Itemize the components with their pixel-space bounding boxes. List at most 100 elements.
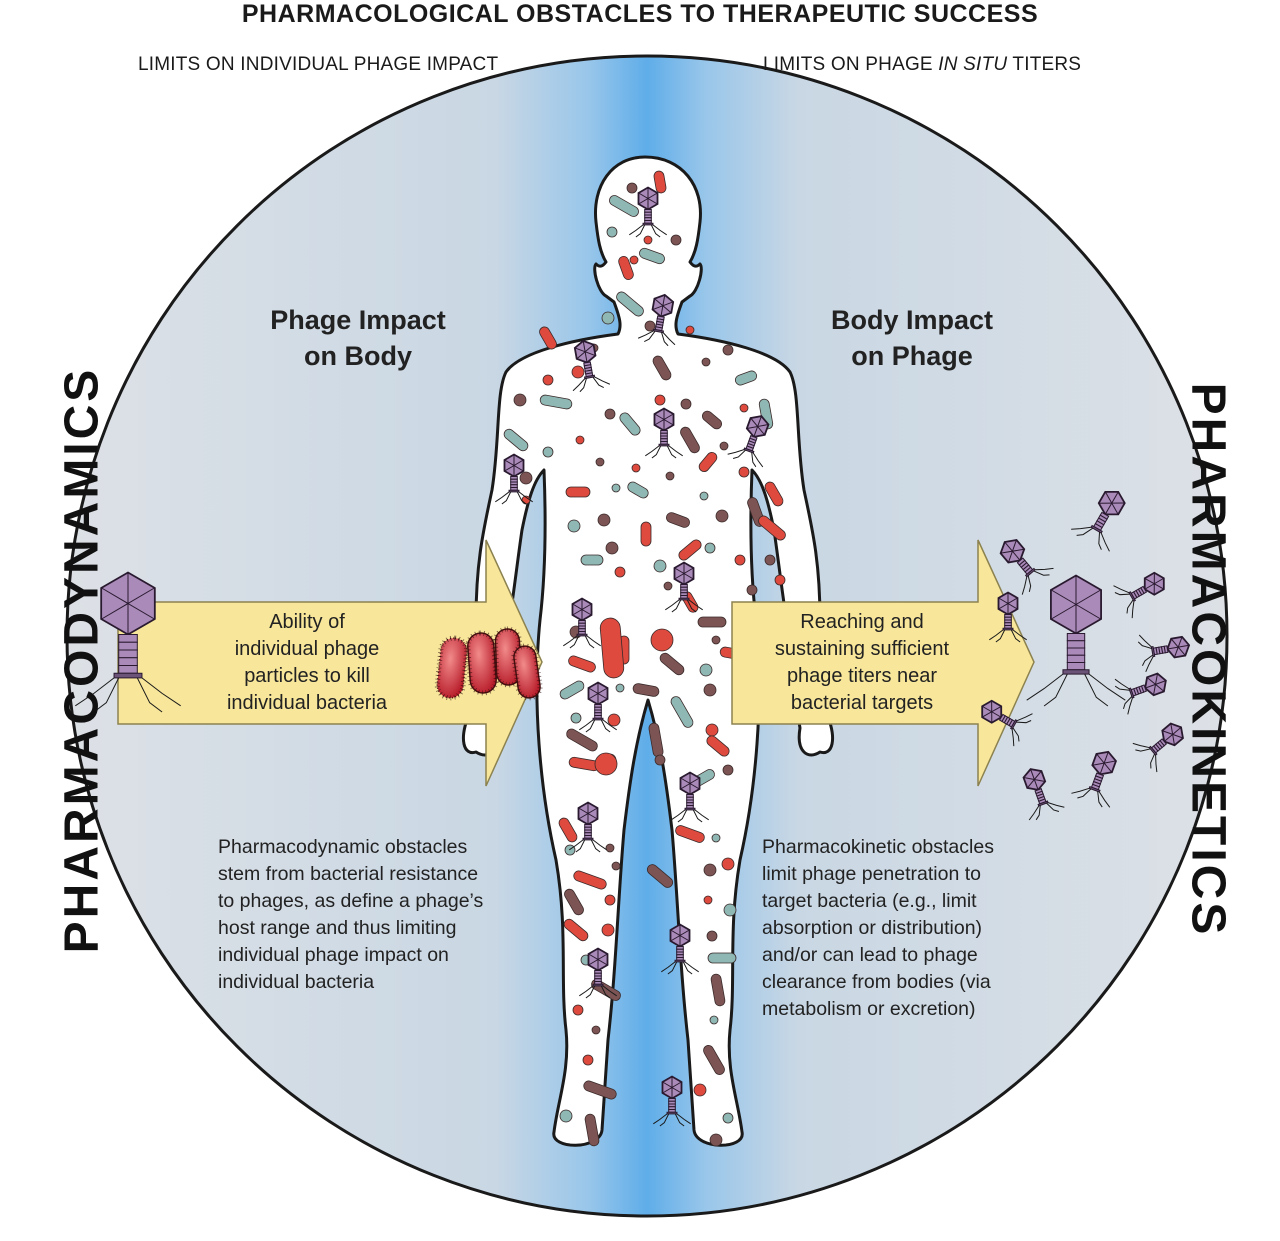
bacterium-icon (539, 394, 573, 410)
bacterium-icon (611, 483, 621, 493)
pharmacokinetics-label: PHARMACOKINETICS (1181, 382, 1235, 938)
bacterium-icon (764, 481, 784, 507)
bacterium-icon (644, 320, 656, 332)
bacterium-icon (503, 428, 529, 452)
phage-icon (1113, 571, 1165, 619)
bacterium-icon (539, 326, 557, 350)
bacterium-icon (703, 863, 717, 877)
bacterium-icon (706, 735, 730, 757)
phage-icon (665, 561, 703, 613)
bacterium-icon (653, 170, 667, 194)
bacterium-icon (697, 616, 727, 628)
bacterium-icon (703, 895, 713, 905)
bacterium-icon (564, 888, 584, 916)
bacterium-icon (573, 870, 607, 890)
bacterium-icon (670, 696, 694, 728)
bacterium-icon (746, 584, 758, 596)
bacterium-icon (722, 764, 734, 776)
bacterium-icon (715, 509, 729, 523)
bacterium-icon (705, 723, 719, 737)
bacterium-icon (542, 446, 554, 458)
bacterium-icon (693, 1083, 707, 1097)
bacterium-icon (605, 843, 615, 853)
bacterium-icon (572, 1004, 584, 1016)
bacterium-icon (738, 466, 750, 478)
bacterium-icon (639, 247, 665, 265)
phage-icon (1114, 672, 1167, 715)
bacterium-icon (519, 471, 533, 485)
bacterium-icon (563, 918, 589, 942)
bacterium-icon (558, 817, 578, 843)
bacterium-icon (703, 683, 717, 697)
phage-icon (637, 293, 676, 347)
bacterium-icon (604, 894, 616, 906)
subtitle-left: LIMITS ON INDIVIDUAL PHAGE IMPACT (138, 54, 499, 75)
left-arrow (117, 539, 543, 787)
bacterium-icon (580, 554, 604, 566)
bacterium-icon (609, 195, 639, 217)
phage-icon (75, 571, 181, 713)
bacterium-icon (631, 463, 641, 473)
phage-icon (1071, 750, 1117, 808)
bacterium-icon (559, 680, 585, 700)
bacterium-icon (606, 226, 618, 238)
bacterium-icon (707, 952, 737, 964)
bacterium-icon (711, 833, 721, 843)
bacterium-icon (685, 325, 695, 335)
bacterium-icon (582, 1054, 594, 1066)
bacterium-icon (650, 628, 674, 652)
bacterium-icon (565, 486, 591, 498)
bacterium-icon (611, 861, 621, 871)
phage-icon (645, 407, 683, 459)
phage-icon (579, 947, 617, 999)
bacterium-icon (616, 291, 644, 317)
bacterium-icon (666, 512, 690, 528)
phage-icon (563, 597, 601, 649)
bacterium-icon (734, 554, 746, 566)
phage-icon (727, 415, 770, 468)
bacterium-icon (654, 754, 666, 766)
phage-icon (1026, 574, 1126, 707)
bacterium-icon (698, 452, 718, 472)
phage-icon (1132, 722, 1184, 773)
bacterium-icon (571, 365, 585, 379)
bacterium-icon (632, 683, 660, 697)
phage-icon (989, 591, 1027, 643)
arrow-bacteria-cluster (434, 626, 543, 701)
bacterium-icon (583, 1080, 617, 1100)
body-bacteria-group (503, 170, 786, 1147)
diagram-title: PHARMACOLOGICAL OBSTACLES TO THERAPEUTIC… (241, 0, 1039, 28)
bacterium-icon (764, 554, 776, 566)
bacterium-icon (709, 1133, 723, 1147)
bacterium-icon (663, 581, 673, 591)
bacterium-icon (702, 410, 722, 430)
bacterium-icon (722, 344, 734, 356)
bacterium-icon (594, 752, 618, 776)
bacterium-icon (665, 471, 675, 481)
phage-icon (661, 923, 699, 975)
bacterium-icon (675, 825, 705, 843)
bacterium-icon (709, 1015, 719, 1025)
bacterium-icon (597, 513, 611, 527)
bacterium-icon (652, 355, 672, 381)
bacterium-icon (654, 394, 666, 406)
bacterium-icon (646, 864, 674, 888)
bacterium-icon (659, 652, 685, 676)
bacterium-icon (703, 1045, 725, 1075)
bacterium-icon (601, 923, 615, 937)
bacterium-icon (567, 519, 581, 533)
bacterium-icon (701, 357, 711, 367)
bacterium-icon (678, 539, 702, 561)
bacterium-icon (559, 1109, 573, 1123)
bacterium-icon (599, 617, 625, 679)
bacterium-icon (723, 903, 737, 917)
bacterium-icon (710, 973, 726, 1007)
bacterium-icon (568, 655, 596, 673)
phage-icon (981, 699, 1033, 747)
bacterium-icon (513, 393, 527, 407)
